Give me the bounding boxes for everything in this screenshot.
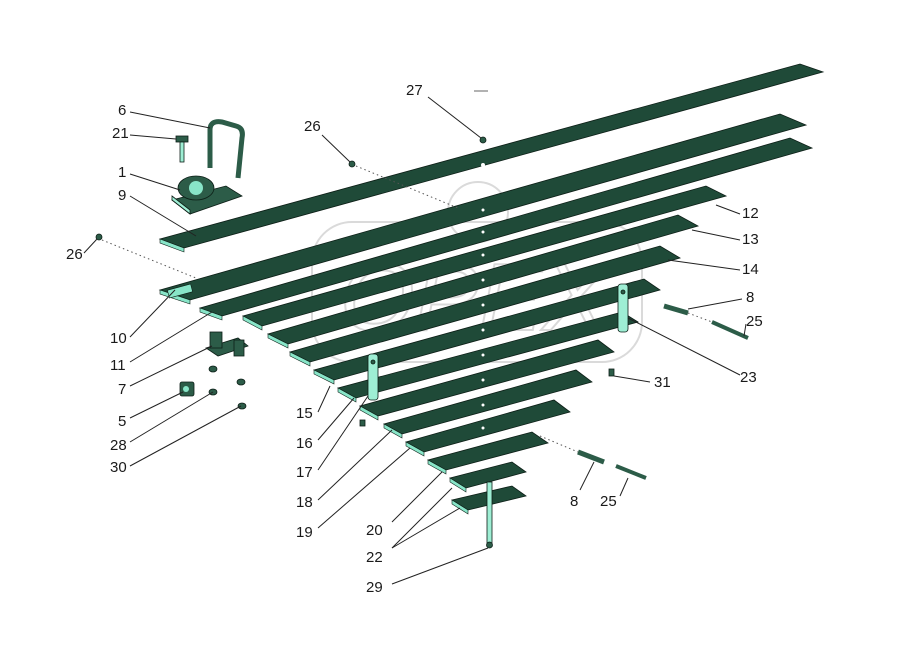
label-8-upper: 8 [746, 289, 754, 306]
label-5: 5 [118, 413, 126, 430]
label-25-upper: 25 [746, 313, 763, 330]
part-5 [179, 381, 195, 397]
label-31: 31 [654, 374, 671, 391]
leaf-12 [241, 185, 728, 331]
label-7: 7 [118, 381, 126, 398]
label-17: 17 [296, 464, 313, 481]
label-22: 22 [366, 549, 383, 566]
pins [95, 90, 488, 241]
label-14: 14 [742, 261, 759, 278]
leader-lines [83, 96, 747, 585]
label-20: 20 [366, 522, 383, 539]
center-bolt-holes [481, 143, 485, 430]
leaf-20 [426, 431, 549, 475]
leaf-19 [404, 399, 571, 457]
label-26-top: 26 [304, 118, 321, 135]
label-25-lower: 25 [600, 493, 617, 510]
label-12: 12 [742, 205, 759, 222]
bolt-8-upper [663, 303, 749, 340]
leaf-9 [158, 63, 825, 253]
rebound-clip-right [617, 283, 629, 333]
leaf-11 [198, 137, 814, 321]
label-6: 6 [118, 102, 126, 119]
label-13: 13 [742, 231, 759, 248]
label-1: 1 [118, 164, 126, 181]
leaf-14 [288, 245, 682, 367]
leaf-16 [336, 311, 639, 403]
leaf-15 [312, 278, 661, 385]
rebound-clip-left [367, 353, 379, 401]
bracket-7 [205, 331, 249, 357]
bracket-1 [171, 175, 243, 215]
leaf-17 [358, 339, 615, 421]
label-30: 30 [110, 459, 127, 476]
label-28: 28 [110, 437, 127, 454]
label-21: 21 [112, 125, 129, 142]
label-27: 27 [406, 82, 423, 99]
leaf-10 [158, 113, 808, 305]
bolt-21 [175, 135, 189, 163]
u-bolt [207, 119, 245, 179]
leaf-22a [448, 461, 527, 493]
leaf-springs [158, 63, 825, 515]
label-11: 11 [110, 357, 126, 374]
label-8-lower: 8 [570, 493, 578, 510]
part-labels: 6 21 1 9 26 26 27 12 13 14 8 25 23 31 10… [66, 82, 763, 596]
label-16: 16 [296, 435, 313, 452]
part-31 [608, 368, 615, 377]
label-10: 10 [110, 330, 127, 347]
leaf-18 [382, 369, 593, 439]
label-29: 29 [366, 579, 383, 596]
label-26-left: 26 [66, 246, 83, 263]
label-15: 15 [296, 405, 313, 422]
center-bolt [486, 481, 493, 549]
label-18: 18 [296, 494, 313, 511]
small-nut [359, 419, 366, 427]
label-19: 19 [296, 524, 313, 541]
small-parts [208, 365, 247, 410]
label-9: 9 [118, 187, 126, 204]
bolt-8-lower [539, 435, 647, 480]
label-23: 23 [740, 369, 757, 386]
